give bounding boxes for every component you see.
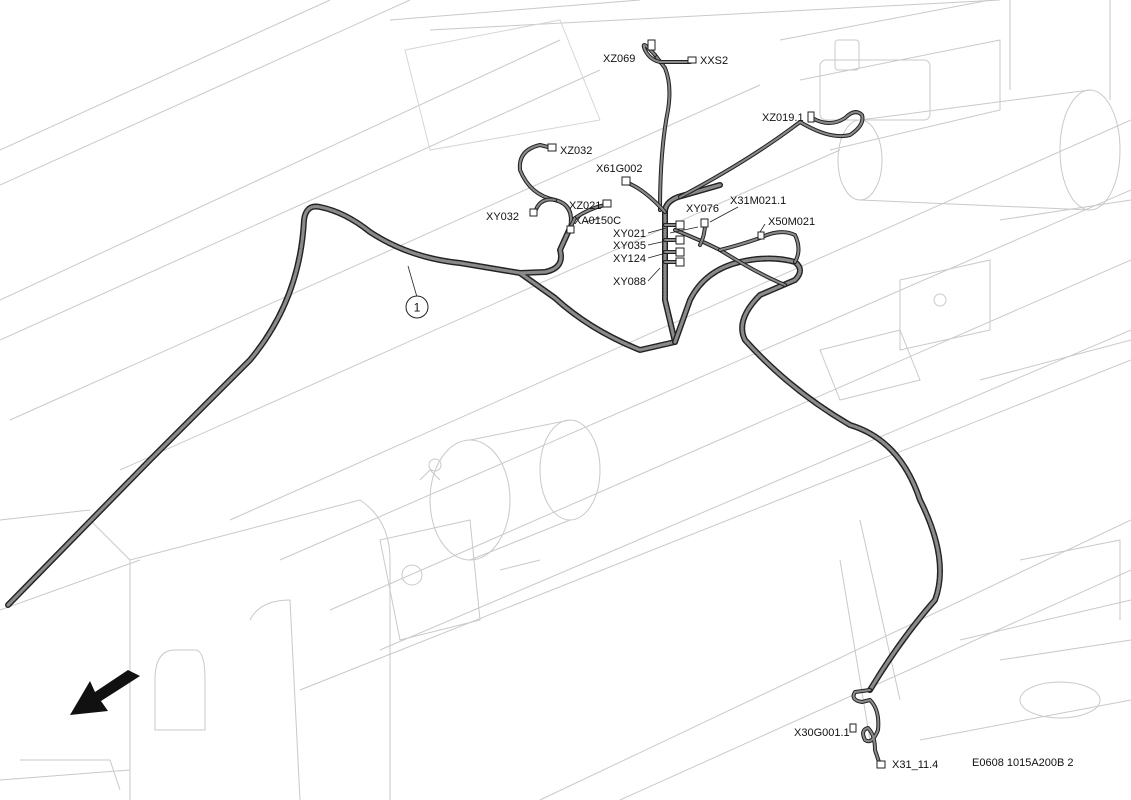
plug-xy021 [675,220,685,230]
label-x61g002: X61G002 [596,163,642,175]
label-x31m021-1: X31M021.1 [730,195,786,207]
plug-x30g001-1 [849,723,857,733]
label-xz021: XZ021 [569,200,601,212]
label-xa0150c: XA0150C [574,215,621,227]
drawing-reference: E0608 1015A200B 2 [972,757,1074,769]
plug-xy035 [675,235,685,245]
plug-xy088 [675,257,685,267]
connector-plugs [529,39,886,769]
plug-x31-11-4 [876,760,886,769]
main-harness [5,182,943,693]
label-x31-11-4: X31_11.4 [892,759,938,771]
plug-x61g002 [621,176,631,186]
label-xy021: XY021 [613,228,646,240]
label-x30g001-1: X30G001.1 [794,727,850,739]
plug-xz021 [602,199,612,208]
label-xy076: XY076 [686,203,719,215]
arrow-down-left-icon [70,670,140,715]
label-xy032: XY032 [486,211,519,223]
label-xz032: XZ032 [560,145,592,157]
plug-xy076 [700,218,709,228]
plug-xxs2 [687,56,697,64]
callout-number: 1 [414,301,421,315]
label-x50m021: X50M021 [768,216,815,228]
plug-xy124 [675,247,685,257]
label-xy088: XY088 [613,276,646,288]
plug-xz032 [547,143,557,152]
callout-1: 1 [405,295,429,319]
label-xxs2: XXS2 [700,55,728,67]
plug-xz069 [647,39,656,51]
label-xz069: XZ069 [603,53,635,65]
label-xy035: XY035 [613,240,646,252]
plug-x50m021 [757,231,765,240]
label-xy124: XY124 [613,253,646,265]
leader-lines [407,206,766,298]
connector-labels: XZ069 XXS2 XZ019.1 XZ032 X61G002 XZ021 X… [486,53,938,771]
plug-xy032 [529,208,538,217]
plug-xa0150c [566,225,575,234]
plug-xz019-1 [807,111,815,123]
label-xz019-1: XZ019.1 [762,112,804,124]
